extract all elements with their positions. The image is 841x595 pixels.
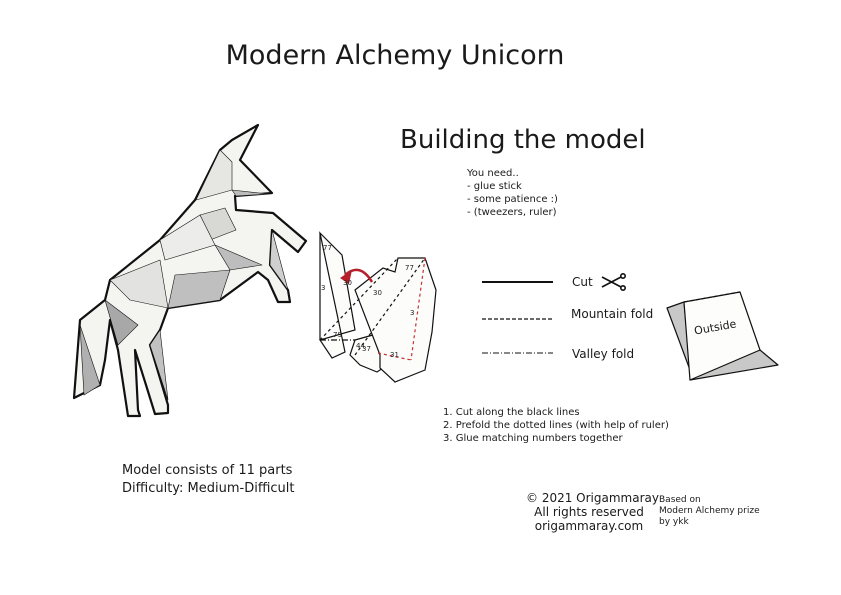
diagram-numbers: 77 3 30 30 77 3 79 44 37 31 bbox=[321, 244, 414, 359]
diagram-number: 31 bbox=[390, 351, 399, 359]
need-item: - (tweezers, ruler) bbox=[467, 207, 557, 218]
difficulty: Difficulty: Medium-Difficult bbox=[122, 481, 295, 496]
based-on: by ykk bbox=[659, 517, 689, 527]
diagram-number: 37 bbox=[362, 345, 371, 353]
folding-diagram bbox=[318, 231, 437, 383]
outside-fold-illustration bbox=[666, 291, 779, 381]
need-item: - glue stick bbox=[467, 181, 522, 192]
diagram-number: 79 bbox=[333, 331, 342, 339]
step: 1. Cut along the black lines bbox=[443, 407, 580, 418]
cut-label: Cut bbox=[572, 275, 593, 289]
diagram-number: 44 bbox=[356, 342, 365, 350]
mountain-fold-label: Mountain fold bbox=[571, 307, 654, 321]
diagram-number: 3 bbox=[321, 284, 325, 292]
scissors-icon bbox=[601, 272, 626, 291]
section-heading: Building the model bbox=[400, 125, 646, 155]
website: origammaray.com bbox=[534, 519, 644, 533]
rights-reserved: All rights reserved bbox=[534, 505, 644, 519]
diagram-number: 30 bbox=[343, 279, 352, 287]
diagram-number: 77 bbox=[323, 244, 332, 252]
unicorn-illustration bbox=[72, 123, 308, 418]
page-title: Modern Alchemy Unicorn bbox=[225, 40, 565, 71]
copyright: © 2021 Origammaray bbox=[526, 491, 659, 505]
based-on: Based on bbox=[659, 495, 701, 505]
you-need-heading: You need.. bbox=[467, 168, 519, 179]
diagram-number: 3 bbox=[410, 309, 414, 317]
diagram-number: 77 bbox=[405, 264, 414, 272]
valley-fold-label: Valley fold bbox=[572, 347, 635, 361]
based-on: Modern Alchemy prize bbox=[659, 506, 760, 516]
diagram-number: 30 bbox=[373, 289, 382, 297]
parts-count: Model consists of 11 parts bbox=[122, 463, 293, 478]
step: 2. Prefold the dotted lines (with help o… bbox=[443, 420, 669, 431]
step: 3. Glue matching numbers together bbox=[443, 433, 623, 444]
need-item: - some patience :) bbox=[467, 194, 558, 205]
